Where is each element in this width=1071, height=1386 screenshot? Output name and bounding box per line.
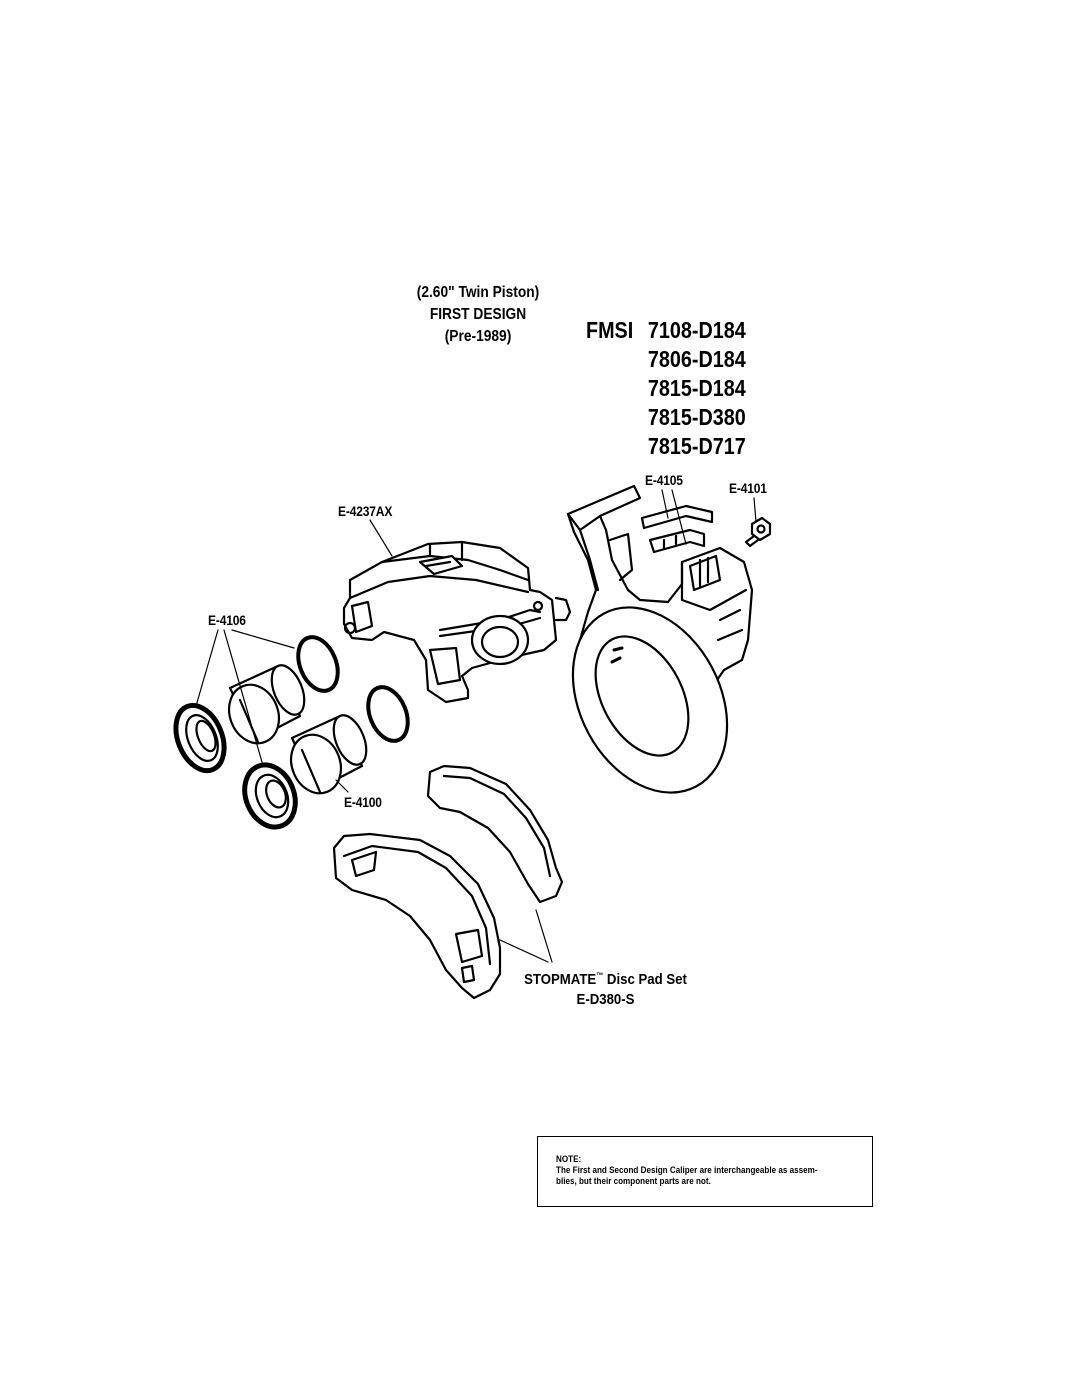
pad-set-brand: STOPMATE [524, 971, 597, 988]
seal-lower-drawing [242, 762, 298, 830]
hardware-clip-drawing [640, 504, 714, 554]
o-ring-lower-drawing [366, 685, 410, 743]
pad-set-suffix: Disc Pad Set [603, 971, 687, 988]
fmsi-number: 7815-D380 [647, 404, 746, 430]
outer-pad-drawing [426, 764, 564, 904]
seal-upper-drawing [173, 702, 227, 774]
piston-lower-drawing [289, 714, 368, 795]
fmsi-number: 7815-D717 [647, 433, 746, 459]
leader-lines [195, 489, 757, 963]
piston-upper-drawing [227, 664, 306, 745]
note-line: blies, but their component parts are not… [556, 1176, 711, 1186]
bolt-drawing [744, 516, 772, 548]
bolt-label: E-4101 [729, 480, 767, 496]
hardware-clip-label: E-4105 [645, 472, 683, 488]
piston-spec: (2.60" Twin Piston) [416, 284, 540, 301]
design-title: FIRST DESIGN [429, 306, 527, 323]
seal-kit-label: E-4106 [208, 612, 246, 628]
inner-pad-drawing [332, 832, 502, 1000]
design-years: (Pre-1989) [444, 328, 512, 345]
note-line: The First and Second Design Caliper are … [556, 1165, 818, 1175]
design-heading: (2.60" Twin Piston) FIRST DESIGN (Pre-19… [383, 282, 572, 348]
caliper-label: E-4237AX [338, 503, 393, 519]
caliper-body-drawing [342, 540, 572, 704]
fmsi-number: 7806-D184 [647, 346, 746, 372]
anchor-bracket-drawing [566, 484, 754, 794]
fmsi-number: 7815-D184 [647, 375, 746, 401]
piston-label: E-4100 [344, 794, 382, 810]
trademark-symbol: ™ [596, 971, 604, 980]
pad-set-number: E-D380-S [576, 991, 635, 1008]
note-title: NOTE: [556, 1154, 582, 1164]
fmsi-list: FMSI 7108-D184 7806-D184 7815-D184 7815-D… [586, 316, 746, 461]
o-ring-upper-drawing [296, 635, 340, 693]
note-box: NOTE: The First and Second Design Calipe… [537, 1136, 873, 1207]
fmsi-prefix: FMSI [586, 317, 634, 343]
pad-set-label: STOPMATE™ Disc Pad Set E-D380-S [520, 966, 692, 1010]
fmsi-number: 7108-D184 [647, 317, 746, 343]
